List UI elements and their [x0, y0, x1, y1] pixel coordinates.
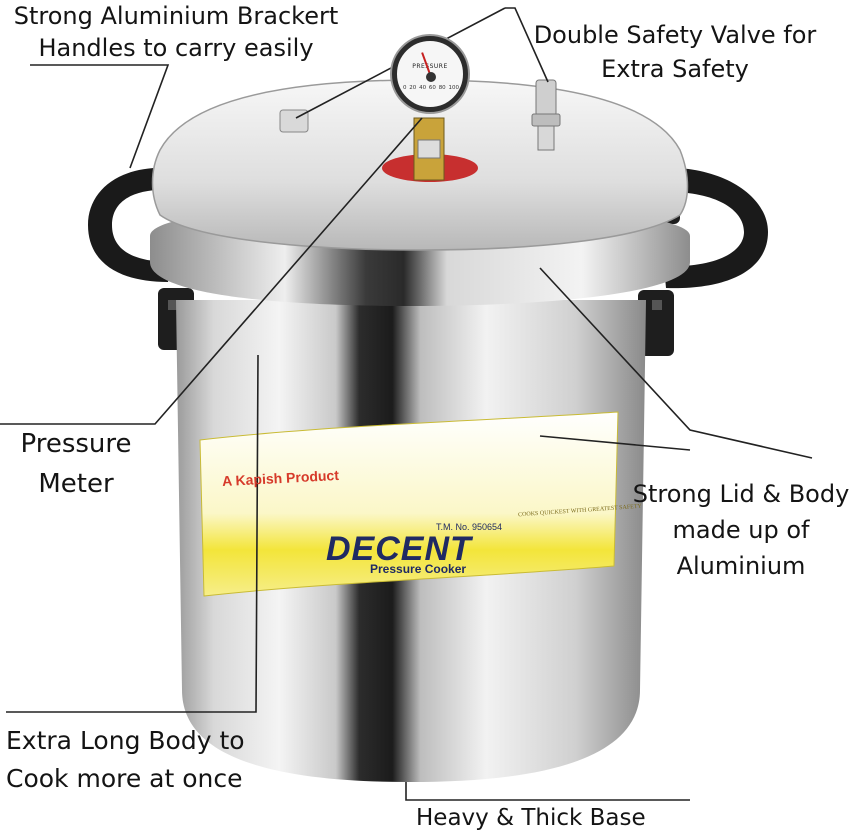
callout-body-line-1: Extra Long Body to: [6, 726, 245, 755]
callout-meter-line-1: Pressure: [20, 429, 132, 459]
callout-meter: Pressure Meter: [6, 424, 146, 504]
handles-leader: [30, 64, 170, 169]
callout-lid-body: Strong Lid & Body made up of Aluminium: [626, 476, 850, 584]
callout-body-line-2: Cook more at once: [6, 764, 243, 793]
callout-base: Heavy & Thick Base: [416, 800, 646, 836]
gauge-hub: [426, 72, 436, 82]
callout-valve-line-1: Double Safety Valve for: [533, 21, 817, 49]
label-brand: DECENT: [326, 530, 472, 568]
callout-lid-line-2: made up of: [672, 516, 810, 544]
gauge-tick-labels: 0 20 40 60 80 100: [403, 85, 459, 91]
callout-base-line: Heavy & Thick Base: [416, 805, 646, 831]
label-trademark: T.M. No. 950654: [436, 522, 503, 532]
meter-leader: [0, 117, 423, 425]
label-product: Pressure Cooker: [370, 562, 467, 576]
pressure-gauge: PRESSURE 0 20 40 60 80 100: [392, 36, 468, 112]
gauge-tick: 40: [419, 85, 427, 91]
safety-valve: [531, 79, 561, 151]
callout-handles-line-1: Strong Aluminium Brackert: [13, 2, 339, 30]
callout-valve: Double Safety Valve for Extra Safety: [520, 18, 830, 86]
body-leader: [6, 354, 259, 713]
callout-meter-line-2: Meter: [38, 469, 114, 499]
callout-lid-line-3: Aluminium: [676, 552, 806, 580]
callout-long-body: Extra Long Body to Cook more at once: [6, 722, 245, 798]
gauge-tick: 20: [409, 85, 417, 91]
base-leader: [405, 782, 690, 801]
callout-handles: Strong Aluminium Brackert Handles to car…: [6, 0, 346, 64]
callout-valve-line-2: Extra Safety: [601, 55, 749, 83]
gauge-mount: [382, 117, 478, 182]
valve-leader: [505, 7, 549, 83]
callout-handles-line-2: Handles to carry easily: [38, 34, 314, 62]
gauge-tick: 100: [448, 85, 459, 91]
gauge-tick: 0: [403, 85, 407, 91]
callout-lid-line-1: Strong Lid & Body: [632, 480, 850, 508]
gauge-tick: 60: [428, 85, 436, 91]
gauge-tick: 80: [438, 85, 446, 91]
lid-leader-1: [539, 267, 813, 459]
gauge-scale-label: PRESSURE: [412, 63, 448, 70]
lid-leader-2: [539, 435, 691, 451]
product-label: [199, 411, 619, 597]
